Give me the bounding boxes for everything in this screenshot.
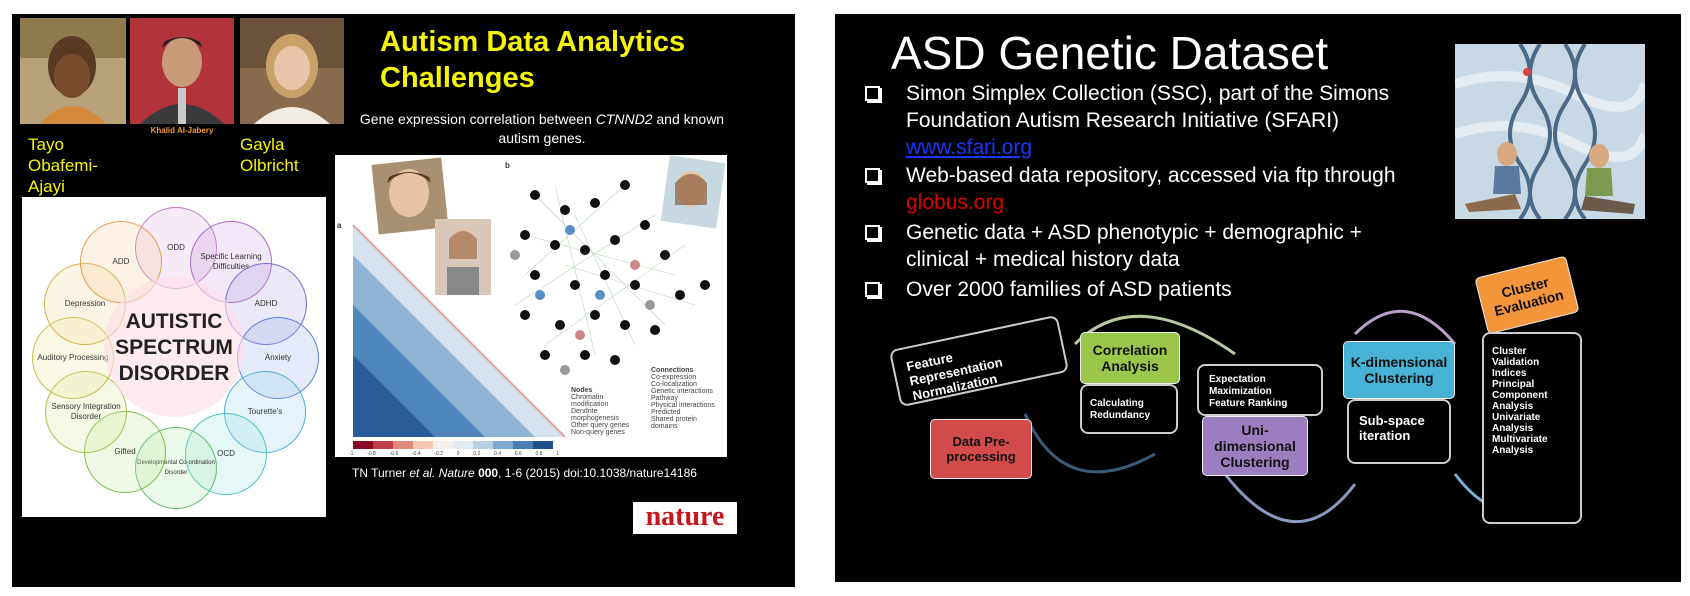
diagram-center-label: AUTISTIC SPECTRUM DISORDER (115, 310, 233, 385)
caption-gene: CTNND2 (595, 111, 653, 127)
scale-tick: 0.2 (473, 451, 481, 457)
sfari-link[interactable]: www.sfari.org (906, 136, 1033, 159)
bullet-text: Over 2000 families of ASD patients (906, 276, 1466, 303)
slide2-title: ASD Genetic Dataset (891, 27, 1329, 79)
scale-tick: -0.8 (367, 451, 376, 457)
caption-suffix: and known autism genes. (498, 111, 725, 146)
scale-tick: 0 (456, 451, 460, 457)
legend-node-item: Non-query genes (571, 429, 625, 436)
bullet-checkbox-icon (865, 86, 880, 101)
autism-spectrum-diagram: ODD Specific Learning Difficulties ADHD … (22, 197, 326, 517)
legend-nodes: Nodes Chromatin modification Dendrite mo… (571, 387, 641, 436)
center-circle (104, 277, 244, 417)
photo-tayo (20, 18, 126, 124)
bullet-checkbox-icon (865, 225, 880, 240)
legend-node-item: Dendrite morphogenesis (571, 408, 619, 422)
legend-conn-item: Shared protein domains (651, 416, 697, 430)
bullet-line: Over 2000 families of ASD patients (906, 278, 1232, 301)
cluster-eval-item: Univariate Analysis (1492, 412, 1541, 434)
citation: TN Turner et al. Nature 000, 1-6 (2015) … (352, 466, 742, 480)
scale-tick: 0.8 (535, 451, 543, 457)
globus-link[interactable]: globus.org (906, 191, 1005, 214)
data-preprocessing-box: Data Pre-processing (930, 419, 1032, 479)
scale-tick: -0.6 (389, 451, 399, 457)
dna-illustration (1455, 44, 1645, 219)
uni-sub-item: Expectation Maximization (1209, 374, 1272, 397)
scale-tick: 0.6 (514, 451, 522, 457)
scale-tick: 0.4 (494, 451, 501, 457)
scale-tick: -0.2 (434, 451, 444, 457)
scale-ticks: -1 -0.8 -0.6 -0.4 -0.2 0 0.2 0.4 0.6 0.8… (349, 451, 559, 457)
k-dimensional-clustering-box: K-dimensional Clustering (1343, 341, 1455, 399)
name-gayla: Gayla Olbricht (240, 135, 299, 175)
bullet-checkbox-icon (865, 282, 880, 297)
legend-conn-item: Predicted (651, 409, 681, 416)
kdim-sub-item: Sub-space iteration (1359, 413, 1425, 443)
bullet-line: Simon Simplex Collection (SSC), part of … (906, 82, 1390, 105)
caption-prefix: Gene expression correlation between (359, 111, 596, 127)
legend-connections: Connections Co-expression Co-localizatio… (651, 367, 725, 430)
kdim-sub-box: Sub-space iteration (1347, 399, 1451, 464)
cluster-eval-item: Multivariate Analysis (1492, 434, 1548, 456)
citation-prefix: TN Turner (352, 466, 410, 480)
flow-connectors (1023, 309, 1577, 523)
uni-sub-box: Expectation Maximization Feature Ranking (1197, 364, 1323, 416)
bullet-checkbox-icon (865, 168, 880, 183)
legend-node-item: Other query genes (571, 422, 629, 429)
bullet-text: Simon Simplex Collection (SSC), part of … (906, 80, 1466, 161)
correlation-analysis-box: Correlation Analysis (1080, 332, 1180, 384)
legend-nodes-title: Nodes (571, 387, 593, 394)
citation-vol: 000 (478, 466, 499, 480)
bullet-ssc: Simon Simplex Collection (SSC), part of … (865, 80, 1465, 160)
uni-sub-item: Feature Ranking (1209, 398, 1288, 409)
figure-caption: Gene expression correlation between CTNN… (342, 110, 742, 148)
legend-conn-item: Co-expression (651, 374, 697, 381)
bullet-line: Web-based data repository, accessed via … (906, 164, 1396, 187)
cluster-eval-item: Cluster Validation Indices (1492, 346, 1540, 379)
name-tayo: Tayo Obafemi-Ajayi (28, 135, 98, 196)
panel-b-label: b (505, 161, 510, 170)
scale-tick: -0.4 (412, 451, 421, 457)
bullet-line: clinical + medical history data (906, 248, 1180, 271)
legend-conn-item: Physical interactions (651, 402, 715, 409)
petal-tourettes: Tourette's (224, 371, 306, 453)
bullet-text: Genetic data + ASD phenotypic + demograp… (906, 219, 1466, 273)
bullet-text: Web-based data repository, accessed via … (906, 162, 1466, 216)
bullet-line: Foundation Autism Research Initiative (S… (906, 109, 1340, 132)
nature-figure: a b -1 -0.8 -0.6 -0.4 -0.2 0 0.2 0.4 0.6… (335, 155, 727, 457)
uni-dimensional-clustering-box: Uni-dimensional Clustering (1202, 416, 1308, 476)
correlation-sub-item: Calculating Redundancy (1090, 398, 1151, 421)
nature-logo: nature (633, 502, 737, 534)
slide-autism-data-analytics: Tayo Obafemi-Ajayi Khalid Al-Jabery Gayl… (12, 14, 795, 587)
photo-khalid (130, 18, 234, 124)
color-scale (353, 441, 553, 449)
bullet-genetic-data: Genetic data + ASD phenotypic + demograp… (865, 219, 1465, 275)
correlation-sub-box: Calculating Redundancy (1080, 384, 1178, 434)
bullet-families: Over 2000 families of ASD patients (865, 276, 1465, 306)
panel-a-label: a (337, 221, 342, 230)
bullet-repository: Web-based data repository, accessed via … (865, 162, 1465, 218)
scale-tick: -1 (349, 451, 354, 457)
petal-gifted: Gifted (84, 411, 166, 493)
legend-node-item: Chromatin modification (571, 394, 609, 408)
citation-suffix: , 1-6 (2015) doi:10.1038/nature14186 (498, 466, 697, 480)
cluster-eval-item: Principal Component Analysis (1492, 379, 1548, 412)
legend-conn-title: Connections (651, 367, 694, 374)
scale-tick: 1 (556, 451, 559, 457)
citation-etal: et al. Nature (409, 466, 475, 480)
legend-conn-item: Co-localization (651, 381, 697, 388)
legend-conn-item: Genetic interactions (651, 388, 713, 395)
photo-gayla (240, 18, 344, 124)
slide-asd-genetic-dataset: ASD Genetic Dataset Simon Simplex Collec… (835, 14, 1681, 582)
bullet-line: Genetic data + ASD phenotypic + demograp… (906, 221, 1362, 244)
slide1-title: Autism Data Analytics Challenges (380, 26, 686, 94)
legend-conn-item: Pathway (651, 395, 678, 402)
cluster-eval-sub-box: Cluster Validation Indices Principal Com… (1482, 332, 1582, 524)
name-khalid: Khalid Al-Jabery (150, 126, 214, 135)
figure-graphics (352, 155, 726, 449)
